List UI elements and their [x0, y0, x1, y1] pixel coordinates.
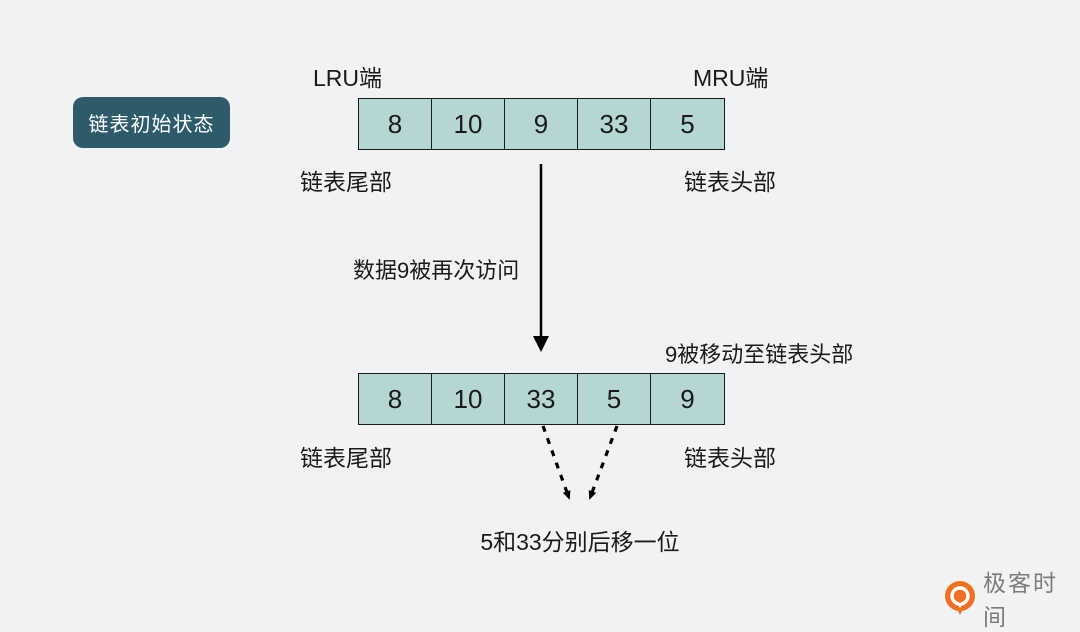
brand-name: 极客时间	[983, 570, 1058, 630]
list2-cell-3: 5	[578, 374, 651, 424]
shift-annotation-label: 5和33分别后移一位	[480, 529, 680, 555]
access-event-label: 数据9被再次访问	[353, 258, 520, 283]
list1-cell-1: 10	[432, 99, 505, 149]
linked-list-after: 8 10 33 5 9	[358, 373, 725, 425]
list2-cell-0: 8	[359, 374, 432, 424]
brand-footer: 极客时间	[943, 564, 1080, 632]
list2-cell-2: 33	[505, 374, 578, 424]
list1-cell-2: 9	[505, 99, 578, 149]
moved-to-head-label: 9被移动至链表头部	[665, 342, 854, 367]
list1-tail-label: 链表尾部	[300, 169, 392, 195]
linked-list-initial: 8 10 9 33 5	[358, 98, 725, 150]
list2-tail-label: 链表尾部	[300, 445, 392, 471]
list1-cell-0: 8	[359, 99, 432, 149]
list1-cell-4: 5	[651, 99, 724, 149]
initial-state-badge: 链表初始状态	[73, 97, 230, 148]
list1-cell-3: 33	[578, 99, 651, 149]
geektime-logo-icon	[943, 580, 977, 616]
mru-end-label: MRU端	[693, 65, 769, 91]
list1-head-label: 链表头部	[684, 169, 776, 195]
diagram-canvas: 链表初始状态 LRU端 MRU端 8 10 9 33 5 链表尾部 链表头部 数…	[73, 65, 1056, 630]
shift-arrow-5	[588, 425, 619, 500]
access-arrow	[533, 164, 549, 352]
list2-head-label: 链表头部	[684, 445, 776, 471]
list2-cell-1: 10	[432, 374, 505, 424]
lru-end-label: LRU端	[313, 65, 383, 91]
arrow-layer	[533, 164, 619, 500]
shift-arrow-33	[541, 425, 571, 500]
list2-cell-4: 9	[651, 374, 724, 424]
